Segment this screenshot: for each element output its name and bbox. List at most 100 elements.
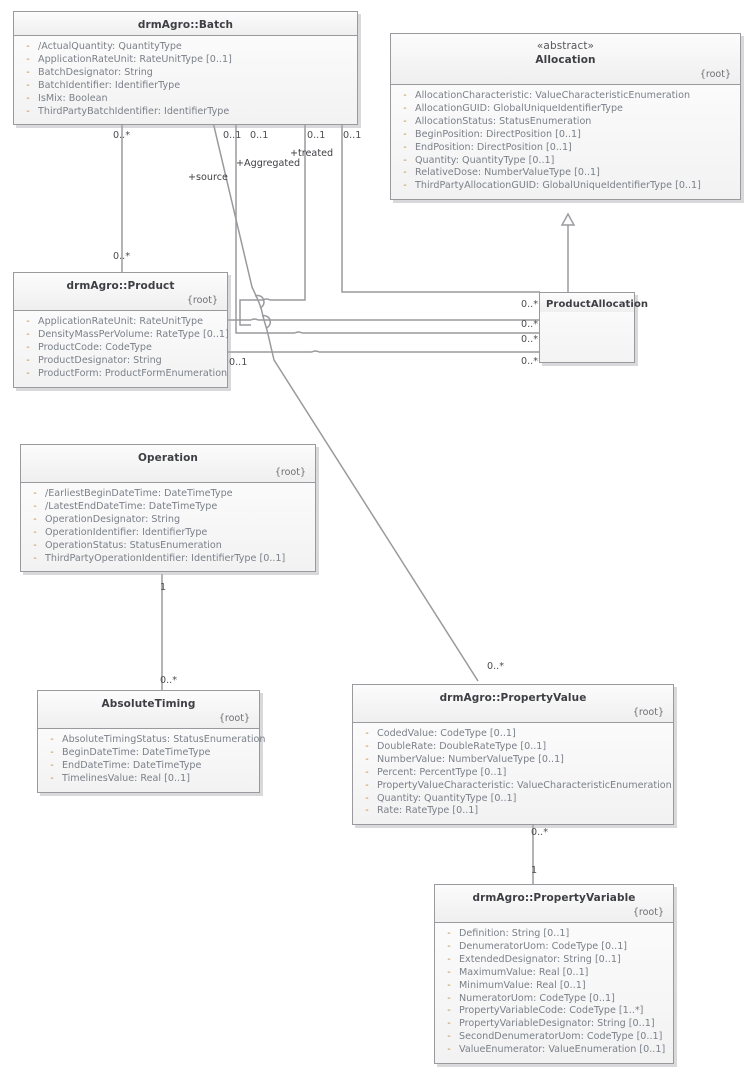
visibility-marker: -	[403, 167, 407, 179]
attribute-row: -MinimumValue: Real [0..1]	[439, 980, 669, 993]
class-name-propertyvalue: drmAgro::PropertyValue	[439, 692, 587, 704]
attribute-row: -ThirdPartyBatchIdentifier: IdentifierTy…	[18, 106, 353, 119]
attribute-text: NumberValue: NumberValueType [0..1]	[377, 753, 564, 765]
attribute-row: -Quantity: QuantityType [0..1]	[395, 155, 736, 168]
attribute-row: -TimelinesValue: Real [0..1]	[42, 773, 255, 786]
visibility-marker: -	[447, 953, 451, 965]
attribute-text: EndDateTime: DateTimeType	[62, 759, 202, 771]
attribute-text: PropertyValueCharacteristic: ValueCharac…	[377, 779, 672, 791]
attribute-text: AllocationGUID: GlobalUniqueIdentifierTy…	[415, 102, 623, 114]
attribute-row: -EndDateTime: DateTimeType	[42, 760, 255, 773]
multiplicity-label: 0..*	[160, 675, 177, 686]
connector-aggregated-seg1	[235, 122, 295, 334]
visibility-marker: -	[33, 513, 37, 525]
class-separator	[21, 482, 315, 483]
attribute-text: NumeratorUom: CodeType [0..1]	[459, 992, 615, 1004]
visibility-marker: -	[403, 102, 407, 114]
visibility-marker: -	[33, 488, 37, 499]
class-name-allocation: Allocation	[535, 54, 596, 66]
attribute-row: -ApplicationRateUnit: RateUnitType	[18, 316, 223, 329]
attribute-text: /ActualQuantity: QuantityType	[38, 41, 182, 52]
multiplicity-label: 0..*	[521, 356, 538, 367]
role-label-source: +source	[188, 172, 228, 183]
visibility-marker: -	[447, 940, 451, 952]
visibility-marker: -	[403, 141, 407, 153]
attribute-row: -BeginDateTime: DateTimeType	[42, 747, 255, 760]
visibility-marker: -	[403, 154, 407, 166]
attribute-list-propertyvariable: -Definition: String [0..1] -DenumeratorU…	[435, 923, 673, 1064]
class-box-allocation[interactable]: «abstract» Allocation {root} -Allocation…	[390, 33, 741, 201]
class-header-absolutetiming: AbsoluteTiming {root}	[38, 691, 259, 728]
attribute-list-propertyvalue: -CodedValue: CodeType [0..1] -DoubleRate…	[353, 723, 673, 825]
class-header-allocation: «abstract» Allocation {root}	[391, 34, 740, 84]
multiplicity-label: 0..*	[531, 827, 548, 838]
attribute-row: -AllocationCharacteristic: ValueCharacte…	[395, 90, 736, 103]
attribute-row: -OperationDesignator: String	[25, 514, 311, 527]
multiplicity-label: 0..*	[521, 319, 538, 330]
attribute-text: Rate: RateType [0..1]	[377, 805, 479, 817]
visibility-marker: -	[447, 966, 451, 978]
class-box-batch[interactable]: drmAgro::Batch - /ActualQuantity: Quantit…	[13, 11, 358, 126]
multiplicity-label: 0..*	[113, 130, 130, 141]
class-box-absolutetiming[interactable]: AbsoluteTiming {root} -AbsoluteTimingSta…	[37, 690, 265, 793]
multiplicity-label: 0..*	[487, 661, 504, 672]
visibility-marker: -	[403, 90, 407, 101]
line-jump-3	[294, 331, 303, 334]
attribute-text: Percent: PercentType [0..1]	[377, 766, 507, 778]
attribute-text: ThirdPartyBatchIdentifier: IdentifierTyp…	[38, 105, 230, 117]
class-box-product[interactable]: drmAgro::Product {root} -ApplicationRate…	[13, 272, 229, 388]
class-header-propertyvariable: drmAgro::PropertyVariable {root}	[435, 885, 673, 922]
class-separator	[14, 35, 357, 36]
class-root-tag: {root}	[218, 713, 250, 724]
attribute-text: SecondDenumeratorUom: CodeType [0..1]	[459, 1031, 663, 1043]
attribute-text: EndPosition: DirectPosition [0..1]	[415, 141, 572, 153]
visibility-marker: -	[26, 92, 30, 104]
multiplicity-label: 1	[531, 865, 538, 876]
class-box-productallocation[interactable]: ProductAllocation	[539, 292, 648, 363]
class-box-propertyvalue[interactable]: drmAgro::PropertyValue {root} -CodedValu…	[352, 684, 674, 826]
attribute-text: /EarliestBeginDateTime: DateTimeType	[45, 488, 233, 499]
class-box-propertyvariable[interactable]: drmAgro::PropertyVariable {root} -Defini…	[434, 884, 674, 1065]
attribute-text: AllocationCharacteristic: ValueCharacter…	[415, 90, 691, 101]
class-box-operation[interactable]: Operation {root} -/EarliestBeginDateTime…	[20, 444, 316, 573]
visibility-marker: -	[365, 792, 369, 804]
attribute-row: -EndPosition: DirectPosition [0..1]	[395, 142, 736, 155]
visibility-marker: -	[50, 772, 54, 784]
visibility-marker: -	[26, 341, 30, 353]
attribute-text: ThirdPartyAllocationGUID: GlobalUniqueId…	[415, 180, 701, 192]
visibility-marker: -	[447, 928, 451, 939]
attribute-text: DenumeratorUom: CodeType [0..1]	[459, 940, 628, 952]
attribute-row: -BatchDesignator: String	[18, 67, 353, 80]
attribute-list-batch: -/ActualQuantity: QuantityType -Applicat…	[14, 36, 357, 125]
attribute-row: -ProductForm: ProductFormEnumeration	[18, 368, 227, 381]
attribute-text: Definition: String [0..1]	[459, 928, 570, 939]
class-name-absolutetiming: AbsoluteTiming	[101, 698, 196, 710]
attribute-text: AbsoluteTimingStatus: StatusEnumeration	[62, 734, 266, 745]
class-name-product: drmAgro::Product	[66, 280, 175, 292]
class-header-propertyvalue: drmAgro::PropertyValue {root}	[353, 685, 673, 722]
attribute-text: BatchIdentifier: IdentifierType	[38, 79, 181, 91]
attribute-row: -ThirdPartyOperationIdentifier: Identifi…	[25, 553, 311, 566]
attribute-row: -ProductDesignator: String	[18, 355, 223, 368]
attribute-text: /LatestEndDateTime: DateTimeType	[45, 500, 218, 512]
attribute-text: DensityMassPerVolume: RateType [0..1]	[38, 328, 229, 340]
attribute-text: ValueEnumerator: ValueEnumeration [0..1]	[459, 1044, 666, 1056]
visibility-marker: -	[447, 1031, 451, 1043]
attribute-text: MaximumValue: Real [0..1]	[459, 966, 589, 978]
attribute-text: ApplicationRateUnit: RateUnitType [0..1]	[38, 53, 232, 65]
multiplicity-label: 0..1	[229, 357, 248, 368]
visibility-marker: -	[447, 979, 451, 991]
attribute-text: RelativeDose: NumberValueType [0..1]	[415, 167, 600, 179]
visibility-marker: -	[365, 753, 369, 765]
multiplicity-label: 1	[160, 582, 167, 593]
attribute-row: -AbsoluteTimingStatus: StatusEnumeration	[42, 734, 265, 747]
attribute-row: -DoubleRate: DoubleRateType [0..1]	[357, 741, 669, 754]
visibility-marker: -	[447, 1044, 451, 1056]
attribute-row: -Quantity: QuantityType [0..1]	[357, 793, 669, 806]
visibility-marker: -	[26, 354, 30, 366]
visibility-marker: -	[26, 328, 30, 340]
class-name-batch: drmAgro::Batch	[137, 19, 234, 31]
class-name-operation: Operation	[137, 452, 199, 464]
visibility-marker: -	[33, 539, 37, 551]
